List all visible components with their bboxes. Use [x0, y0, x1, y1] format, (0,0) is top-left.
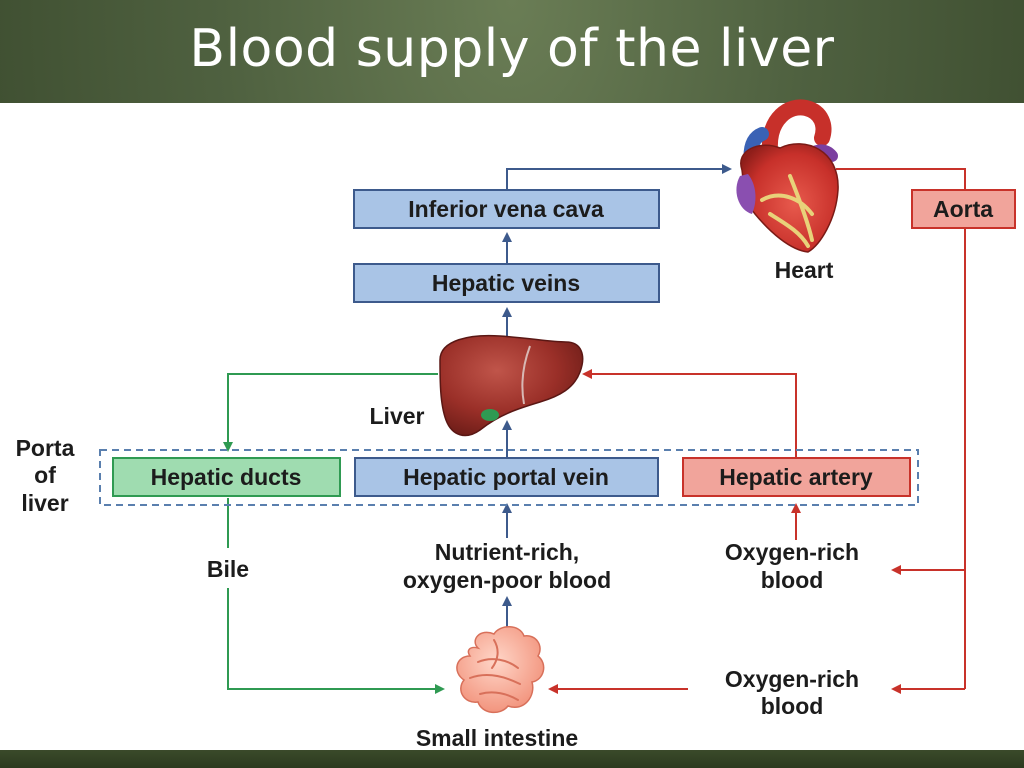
- oxygen-upper-line2: blood: [761, 567, 824, 593]
- bottom-bar: [0, 750, 1024, 768]
- slide-title: Blood supply of the liver: [189, 18, 835, 79]
- box-inferior-vena-cava-label: Inferior vena cava: [408, 196, 604, 222]
- porta-of-liver-label: Porta of liver: [16, 435, 75, 516]
- porta-of-liver-region: [99, 449, 919, 506]
- box-hepatic-portal-vein: Hepatic portal vein: [354, 457, 659, 497]
- porta-label-line1: Porta: [16, 435, 75, 461]
- nutrient-label-line2: oxygen-poor blood: [403, 567, 611, 593]
- oxygen-lower-line1: Oxygen-rich: [725, 666, 859, 692]
- arrow-ivc-to-heart: [506, 164, 732, 190]
- liver-label: Liver: [370, 403, 425, 429]
- small-intestine-label: Small intestine: [416, 725, 578, 751]
- box-hepatic-ducts: Hepatic ducts: [112, 457, 341, 497]
- small-intestine-illustration: [456, 626, 545, 714]
- porta-label-line3: liver: [21, 490, 68, 516]
- liver-illustration: [439, 334, 584, 437]
- title-bar: Blood supply of the liver: [0, 0, 1024, 103]
- arrow-bile-to-intestine: [227, 588, 445, 694]
- nutrient-rich-label: Nutrient-rich, oxygen-poor blood: [403, 539, 611, 593]
- arrow-liver-to-hepatic-ducts: [223, 373, 438, 452]
- arrow-hepatic-artery-to-liver: [582, 369, 797, 458]
- box-hepatic-portal-vein-label: Hepatic portal vein: [403, 464, 609, 490]
- box-aorta: Aorta: [911, 189, 1016, 229]
- line-heart-to-aorta: [836, 168, 966, 190]
- box-aorta-label: Aorta: [933, 196, 993, 222]
- porta-label-line2: of: [34, 462, 56, 488]
- oxygen-rich-lower-label: Oxygen-rich blood: [725, 666, 859, 719]
- box-hepatic-veins-label: Hepatic veins: [432, 270, 580, 296]
- heart-illustration: [736, 99, 839, 253]
- oxygen-lower-line2: blood: [761, 693, 824, 719]
- oxygen-upper-line1: Oxygen-rich: [725, 539, 859, 565]
- nutrient-label-line1: Nutrient-rich,: [435, 539, 579, 565]
- box-inferior-vena-cava: Inferior vena cava: [353, 189, 660, 229]
- box-hepatic-veins: Hepatic veins: [353, 263, 660, 303]
- box-hepatic-artery-label: Hepatic artery: [719, 464, 873, 490]
- heart-label: Heart: [775, 257, 834, 283]
- box-hepatic-artery: Hepatic artery: [682, 457, 911, 497]
- box-hepatic-ducts-label: Hepatic ducts: [151, 464, 302, 490]
- bile-label: Bile: [207, 556, 249, 582]
- oxygen-rich-upper-label: Oxygen-rich blood: [725, 539, 859, 593]
